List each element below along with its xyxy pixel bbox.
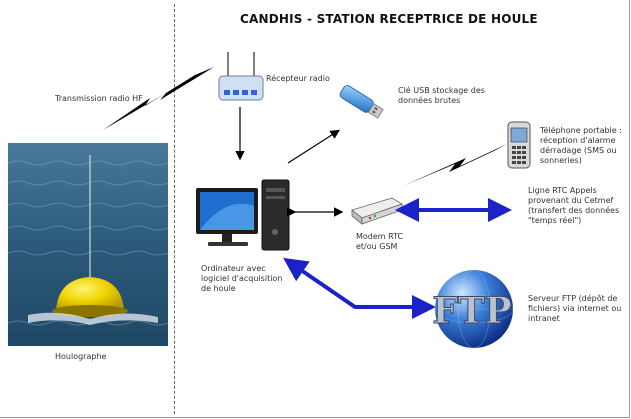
transmission-label: Transmission radio HF: [55, 94, 143, 103]
ftp-server-label: Serveur FTP (dépôt de fichiers) via inte…: [528, 294, 622, 323]
modem-label: Modem RTC et/ou GSM: [356, 232, 404, 251]
houlographe-label: Houlographe: [55, 352, 107, 361]
dashed-divider: [174, 4, 175, 414]
radio-lightning-right: [403, 144, 507, 186]
mobile-phone-icon: [507, 121, 531, 169]
ftp-logo-text: FTP: [432, 290, 511, 332]
ligne-rtc-label: Ligne RTC Appels provenant du Cetmef (tr…: [528, 186, 620, 225]
modem-icon: [351, 197, 403, 225]
recepteur-label: Récepteur radio: [266, 74, 330, 83]
usb-label: Clé USB stockage des données brutes: [398, 86, 485, 105]
ordinateur-label: Ordinateur avec logiciel d'acquisition d…: [201, 264, 283, 293]
telephone-label: Téléphone portable : réception d'alarme …: [540, 126, 622, 165]
buoy-photo: [7, 143, 169, 346]
ftp-globe-icon: [434, 269, 514, 349]
radio-lightning-left: [103, 67, 214, 130]
desktop-computer-icon: [196, 179, 290, 251]
diagram-title: CANDHIS - STATION RECEPTRICE DE HOULE: [240, 12, 538, 26]
usb-key-icon: [339, 85, 384, 119]
radio-receiver-icon: [218, 52, 264, 101]
